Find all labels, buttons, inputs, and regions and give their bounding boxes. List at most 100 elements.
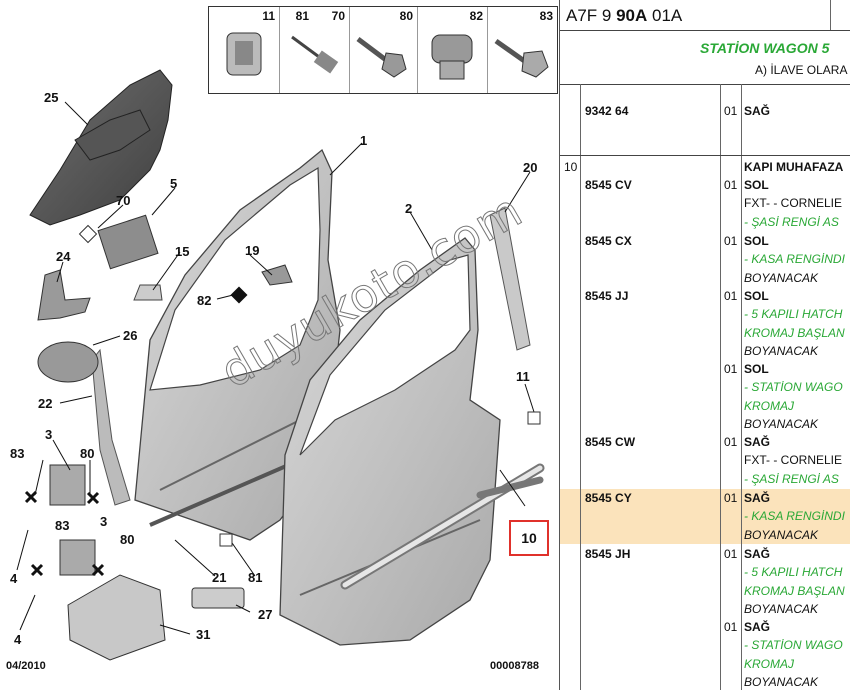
- part-description: KROMAJ: [744, 656, 795, 671]
- callout-3: 3: [45, 427, 53, 442]
- callout-4: 4: [10, 571, 18, 586]
- part-quantity: 01: [724, 491, 738, 505]
- callout-81: 81: [248, 570, 263, 585]
- parts-list-panel: A7F 9 90A 01A STATİON WAGON 5 A) İLAVE O…: [560, 0, 850, 690]
- callout-27: 27: [258, 607, 273, 622]
- callout-4: 4: [14, 632, 22, 647]
- part-number: 83: [539, 9, 553, 23]
- parts-diagram: 11 81 70 80 82 83 25 1 5 70 20 2 19 24 1…: [6, 6, 558, 672]
- column-divider: [580, 84, 581, 690]
- part-description: SAĞ: [744, 491, 771, 505]
- header-divider: [830, 0, 831, 30]
- part-reference[interactable]: 8545 CX: [585, 234, 632, 248]
- part-description: SAĞ: [744, 435, 771, 449]
- part-reference[interactable]: 8545 JJ: [585, 289, 629, 303]
- part-description: SAĞ: [744, 104, 771, 118]
- part-quantity: 01: [724, 178, 738, 192]
- part-quantity: 01: [724, 435, 738, 449]
- column-divider: [741, 84, 742, 690]
- part-reference[interactable]: 8545 CY: [585, 491, 632, 505]
- column-divider: [720, 84, 721, 690]
- rivet-icon: [291, 35, 339, 74]
- callout-22: 22: [38, 396, 53, 411]
- part-description: SOL: [744, 362, 769, 376]
- group-number: 10: [564, 160, 578, 174]
- part-number: 81: [295, 9, 309, 23]
- date-code: 04/2010: [6, 660, 46, 672]
- part-description: - KASA RENGİNDI: [744, 252, 845, 267]
- part-cell-81-70: 81 70: [279, 7, 349, 93]
- variant-title: STATİON WAGON 5: [700, 40, 830, 56]
- part-description: - STATİON WAGO: [744, 638, 843, 653]
- part-description: SOL: [744, 234, 769, 248]
- callout-25: 25: [44, 90, 59, 105]
- callout-83: 83: [10, 446, 25, 461]
- callout-11: 11: [516, 369, 530, 384]
- part-quantity: 01: [724, 362, 738, 376]
- callout-31: 31: [196, 627, 211, 642]
- model-code-suffix: 01A: [647, 6, 683, 25]
- part-description: - KASA RENGİNDI: [744, 509, 845, 524]
- part-description: KROMAJ BAŞLAN: [744, 583, 845, 598]
- callout-1: 1: [360, 133, 368, 148]
- part-cell-82: 82: [417, 7, 487, 93]
- part-reference[interactable]: 8545 JH: [585, 547, 631, 561]
- diagram-drawing: [16, 69, 545, 661]
- part-description: KAPI MUHAFAZA: [744, 160, 844, 174]
- part-reference[interactable]: 9342 64: [585, 104, 629, 118]
- part-description: SAĞ: [744, 547, 771, 561]
- model-code-prefix: A7F 9: [566, 6, 617, 25]
- callout-80: 80: [80, 446, 95, 461]
- callout-3: 3: [100, 514, 108, 529]
- part-description: SOL: [744, 289, 769, 303]
- part-quantity: 01: [724, 620, 738, 634]
- part-number: 11: [262, 9, 275, 23]
- part-cell-11: 11: [209, 7, 279, 93]
- model-code: A7F 9 90A 01A: [566, 6, 682, 26]
- clip-icon: [226, 32, 262, 76]
- model-code-main: 90A: [616, 6, 648, 25]
- part-reference[interactable]: 8545 CW: [585, 435, 636, 449]
- callout-2: 2: [405, 201, 413, 216]
- part-description: - ŞASİ RENGİ AS: [744, 214, 839, 229]
- part-description: BOYANACAK: [744, 674, 819, 689]
- callout-82: 82: [197, 293, 212, 308]
- part-number: 80: [399, 9, 413, 23]
- callout-26: 26: [123, 328, 138, 343]
- variant-note: A) İLAVE OLARA: [755, 63, 848, 77]
- bolt-icon: [356, 37, 407, 78]
- highlighted-callout[interactable]: 10: [509, 520, 549, 556]
- part-description: BOYANACAK: [744, 343, 819, 358]
- part-description: BOYANACAK: [744, 601, 819, 616]
- callout-80: 80: [120, 532, 135, 547]
- part-number: 82: [469, 9, 483, 23]
- part-reference[interactable]: 8545 CV: [585, 178, 632, 192]
- selected-row-highlight: [560, 489, 850, 544]
- part-description: - ŞASİ RENGİ AS: [744, 471, 839, 486]
- grommet-icon: [431, 34, 473, 80]
- part-description: FXT- - CORNELIE: [744, 453, 843, 468]
- part-description: - 5 KAPILI HATCH: [744, 307, 843, 322]
- part-description: BOYANACAK: [744, 527, 819, 542]
- highlighted-callout-label: 10: [521, 530, 537, 546]
- callout-70: 70: [116, 193, 131, 208]
- callout-21: 21: [212, 570, 227, 585]
- part-description: FXT- - CORNELIE: [744, 196, 843, 211]
- part-number: 70: [331, 9, 345, 23]
- part-description: BOYANACAK: [744, 270, 819, 285]
- part-description: KROMAJ BAŞLAN: [744, 325, 845, 340]
- callout-5: 5: [170, 176, 178, 191]
- screw-icon: [494, 38, 549, 78]
- part-description: - STATİON WAGO: [744, 380, 843, 395]
- callout-83: 83: [55, 518, 70, 533]
- part-description: KROMAJ: [744, 398, 795, 413]
- part-cell-80: 80: [349, 7, 417, 93]
- callout-19: 19: [245, 243, 260, 258]
- part-description: BOYANACAK: [744, 416, 819, 431]
- part-quantity: 01: [724, 547, 738, 561]
- pane-divider: [559, 0, 560, 690]
- part-quantity: 01: [724, 289, 738, 303]
- part-description: SAĞ: [744, 620, 771, 634]
- rule: [560, 30, 850, 31]
- part-description: - 5 KAPILI HATCH: [744, 565, 843, 580]
